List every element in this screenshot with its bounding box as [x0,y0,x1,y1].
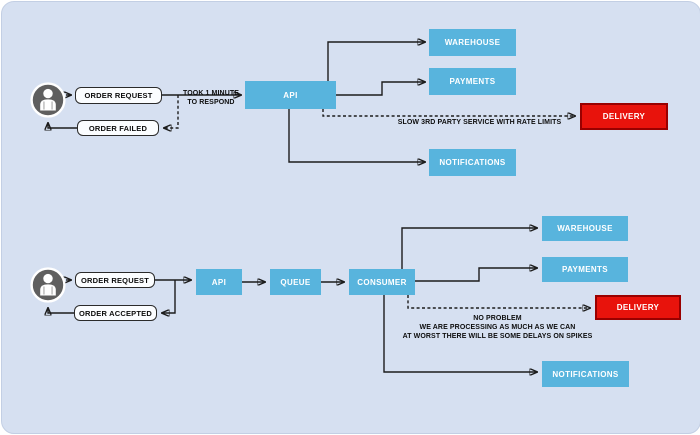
connector-timeout-to-order-failed [164,95,179,128]
timeout-note-line1: TOOK 1 MINUTE [182,90,239,97]
payments-box-sync: PAYMENTS [429,68,516,95]
connector-api-to-payments [336,82,425,96]
connector-api-to-warehouse [327,42,425,81]
warehouse-box-queue: WAREHOUSE [542,216,628,241]
order-request-box-sync: ORDER REQUEST [75,87,162,104]
rate-limit-note: SLOW 3RD PARTY SERVICE WITH RATE LIMITS [397,119,562,126]
connector-junction-to-order-accepted [162,280,176,313]
notifications-box-sync: NOTIFICATIONS [429,149,516,176]
payments-box-queue: PAYMENTS [542,257,628,282]
person-icon [30,82,66,118]
connector-order-failed-to-actor [48,123,77,128]
connector-consumer-to-delivery [407,295,590,308]
delivery-box-queue: DELIVERY [595,295,681,320]
delivery-box-sync: DELIVERY [580,103,668,130]
order-failed-box: ORDER FAILED [77,120,159,136]
no-problem-note-line1: NO PROBLEM [473,315,522,322]
warehouse-box-sync: WAREHOUSE [429,29,516,56]
connector-order-accepted-to-actor2 [48,308,74,313]
connector-consumer-to-warehouse [401,228,537,269]
no-problem-note: NO PROBLEM WE ARE PROCESSING AS MUCH AS … [355,314,640,341]
connector-api-to-notifications [288,109,425,162]
order-accepted-box: ORDER ACCEPTED [74,305,157,321]
api-box-queue: API [196,269,242,295]
no-problem-note-line3: AT WORST THERE WILL BE SOME DELAYS ON SP… [402,333,593,340]
person-icon [30,267,66,303]
connector-consumer-to-payments [415,268,537,282]
timeout-note-line2: TO RESPOND [187,99,235,106]
timeout-note: TOOK 1 MINUTE TO RESPOND [168,89,254,107]
consumer-box: CONSUMER [349,269,415,295]
connector-consumer-to-notifications [383,295,537,372]
no-problem-note-line2: WE ARE PROCESSING AS MUCH AS WE CAN [419,324,576,331]
api-box-sync: API [245,81,336,109]
notifications-box-queue: NOTIFICATIONS [542,361,629,387]
queue-box: QUEUE [270,269,321,295]
connector-api-to-delivery [322,109,575,116]
order-request-box-queue: ORDER REQUEST [75,272,155,288]
